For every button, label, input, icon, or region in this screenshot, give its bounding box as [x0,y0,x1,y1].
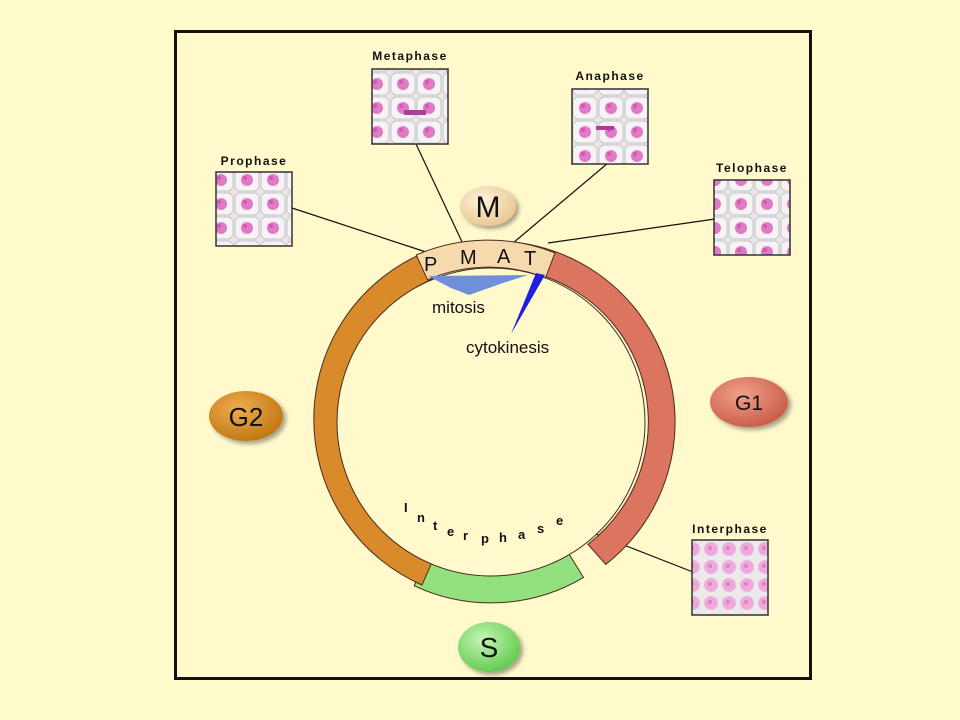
m-phase-label: M [476,191,501,224]
g2-phase-label: G2 [229,402,264,432]
s-phase-label: S [480,632,499,663]
mitosis-wedge [428,275,528,295]
chromosome-set [596,126,614,130]
m-arc [415,239,556,281]
g1-phase-label: G1 [735,392,763,415]
g1-arc [490,240,676,566]
metaphase-caption: Metaphase [372,49,448,63]
g1-phase-badge [710,377,788,427]
interphase-caption: Interphase [692,522,768,536]
interphase-arc-letter: n [417,510,425,525]
stage-p-label: P [424,254,437,276]
metaphase-micrograph: Metaphase [371,49,449,145]
chromosome-plate [404,110,426,115]
stage-t-label: T [524,248,536,270]
interphase-arc-letter: t [433,518,438,533]
interphase-arc-letter: I [404,500,408,515]
interphase-arc-letter: a [518,527,526,542]
interphase-arc-label: I n t e r p h a s e [404,500,563,546]
interphase-arc-letter: e [556,513,563,528]
prophase-caption: Prophase [221,154,288,168]
prophase-image [215,171,293,247]
interphase-arc-letter: h [499,530,507,545]
telophase-micrograph: Telophase [713,161,791,256]
interphase-arc-letter: r [463,528,468,543]
stage-a-label: A [497,246,511,268]
cytokinesis-wedge [511,273,545,334]
interphase-arc-letter: s [537,521,544,536]
prophase-micrograph: Prophase [215,154,293,247]
interphase-micrograph: Interphase [691,522,769,616]
cytokinesis-label: cytokinesis [466,338,549,357]
telophase-caption: Telophase [716,161,788,175]
interphase-arc-letter: e [447,524,454,539]
telophase-image [713,179,791,256]
stage-m-label: M [460,247,477,269]
anaphase-caption: Anaphase [575,69,644,83]
g2-phase-badge [209,391,283,441]
mitosis-label: mitosis [432,298,485,317]
s-phase-badge [458,622,520,672]
interphase-image [691,539,769,616]
m-phase-badge [460,186,516,226]
anaphase-micrograph: Anaphase [571,69,649,165]
cell-cycle-ring [313,239,676,604]
metaphase-image [371,68,449,145]
interphase-arc-letter: p [481,531,489,546]
